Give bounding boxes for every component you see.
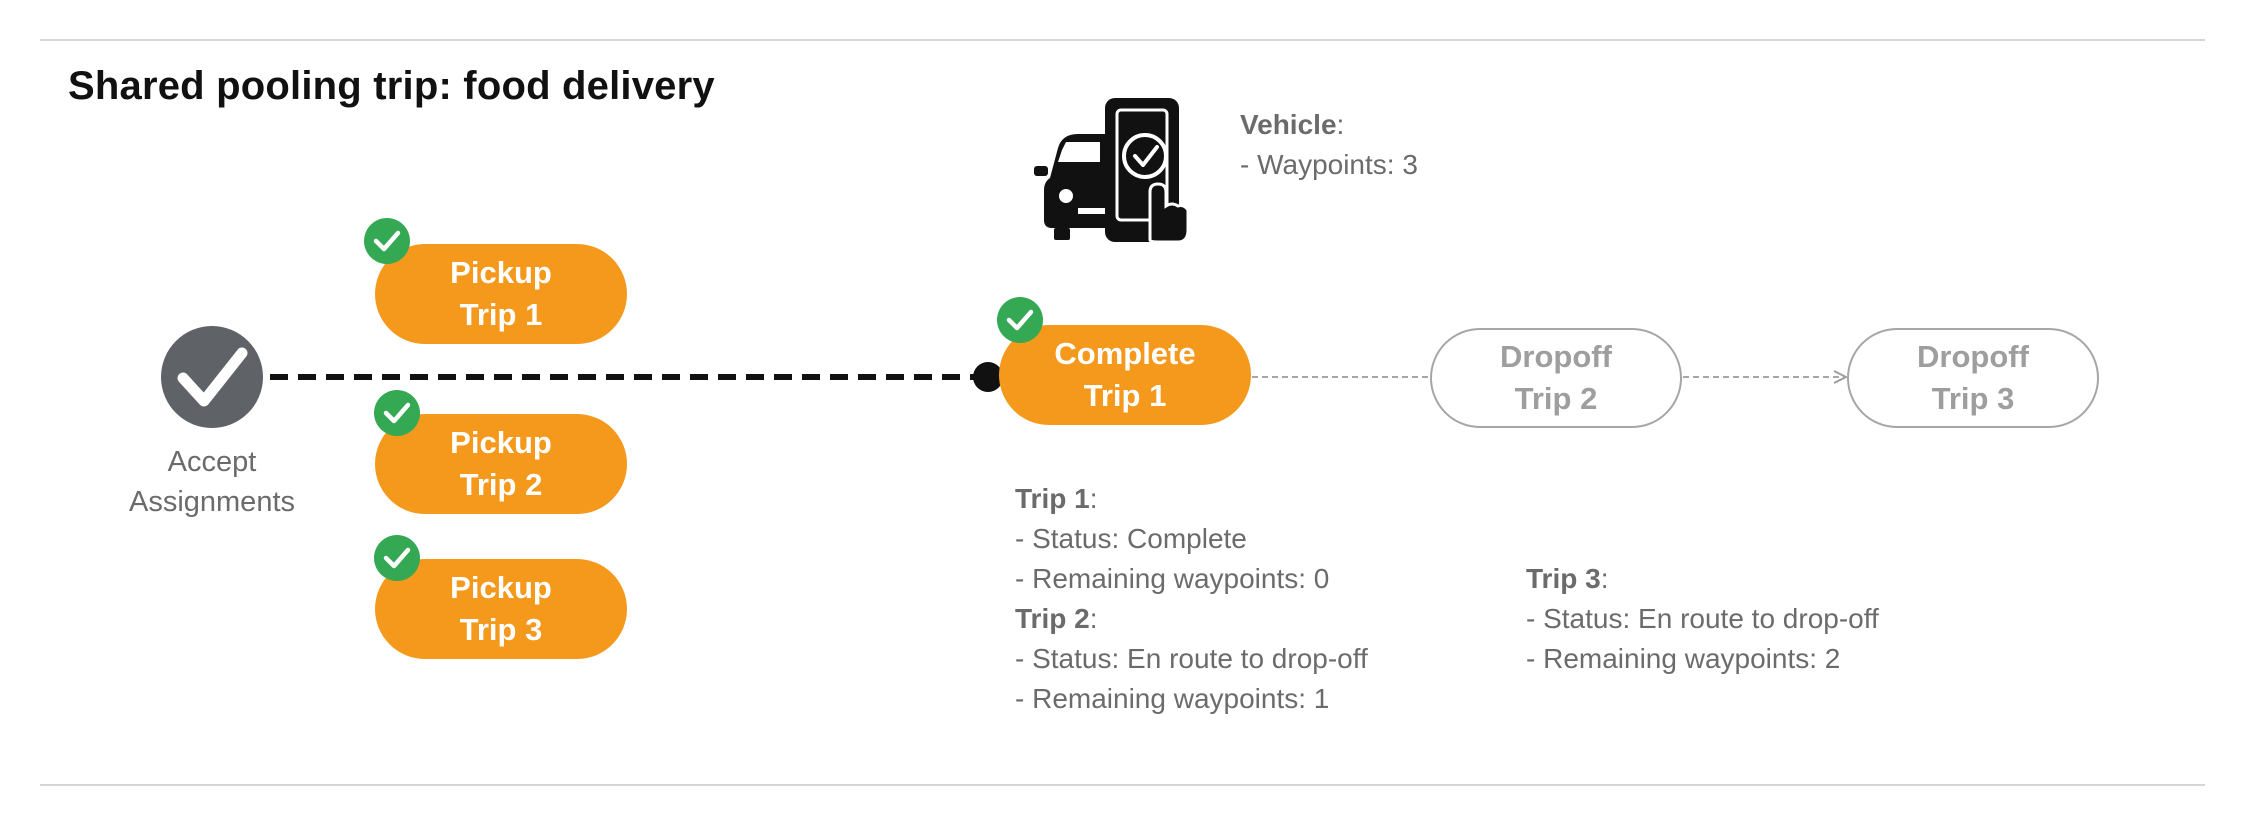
- trip-1-remaining: - Remaining waypoints: 0: [1015, 563, 1330, 594]
- check-circle-icon: [161, 326, 263, 428]
- trip-3-info: Trip 3: - Status: En route to drop-off -…: [1526, 559, 1879, 679]
- vehicle-waypoints: - Waypoints: 3: [1240, 149, 1418, 180]
- accept-assignments-label: Accept Assignments: [128, 446, 295, 518]
- car-phone-check-icon: [1034, 98, 1190, 244]
- diagram-title: Shared pooling trip: food delivery: [68, 64, 715, 108]
- top-divider: [40, 39, 2205, 41]
- trip-3-label: Trip 3: [1526, 563, 1601, 594]
- bottom-divider: [40, 784, 2205, 786]
- trip-1-2-info: Trip 1: - Status: Complete - Remaining w…: [1015, 479, 1368, 719]
- vehicle-label: Vehicle: [1240, 109, 1337, 140]
- current-position-dot: [973, 362, 1003, 392]
- trip-2-label: Trip 2: [1015, 603, 1090, 634]
- trip-3-remaining: - Remaining waypoints: 2: [1526, 643, 1841, 674]
- trip-2-remaining: - Remaining waypoints: 1: [1015, 683, 1330, 714]
- check-badge-icon: [374, 390, 420, 436]
- check-badge-icon: [364, 218, 410, 264]
- vehicle-info: Vehicle: - Waypoints: 3: [1240, 105, 1418, 185]
- check-badge-icon: [997, 297, 1043, 343]
- trip-3-status: - Status: En route to drop-off: [1526, 603, 1879, 634]
- trip-2-status: - Status: En route to drop-off: [1015, 643, 1368, 674]
- trip-1-status: - Status: Complete: [1015, 523, 1247, 554]
- trip-1-label: Trip 1: [1015, 483, 1090, 514]
- check-badge-icon: [374, 535, 420, 581]
